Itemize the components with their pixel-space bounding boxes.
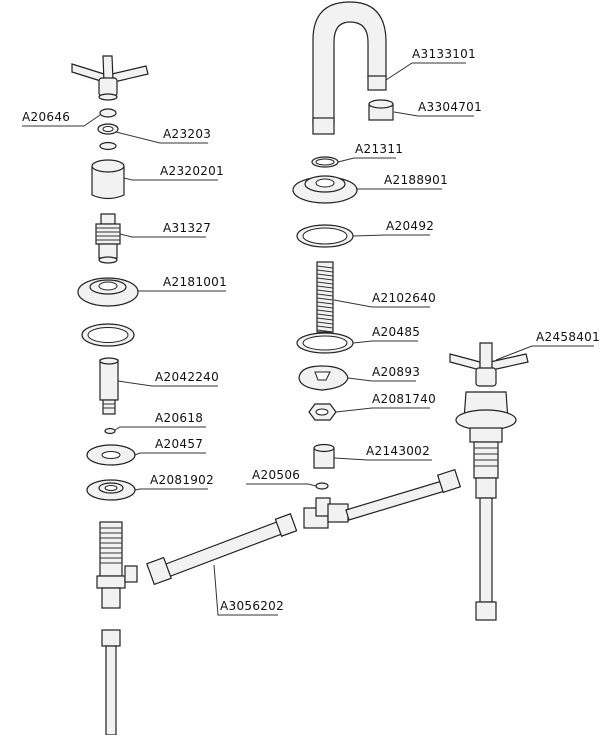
washer-a23203 xyxy=(97,123,119,135)
label-a20457: A20457 xyxy=(155,437,203,451)
label-a2081902: A2081902 xyxy=(150,473,214,487)
rod-thread-line xyxy=(316,289,334,293)
label-a2081740: A2081740 xyxy=(372,392,436,406)
ring-left xyxy=(81,323,135,347)
label-a21311: A21311 xyxy=(355,142,403,156)
ring-a20485 xyxy=(296,332,354,354)
leaders xyxy=(22,62,594,616)
hose-a3056202 xyxy=(146,513,298,586)
rod-thread-line xyxy=(316,325,334,329)
rod-thread-line xyxy=(316,301,334,305)
washer-a20618 xyxy=(104,427,116,435)
ring-a20492 xyxy=(296,224,354,248)
rod-thread-line xyxy=(316,313,334,317)
rod-thread-line xyxy=(316,317,334,321)
rod-thread-line xyxy=(316,293,334,297)
rod-thread-line xyxy=(316,309,334,313)
label-a20646: A20646 xyxy=(22,110,70,124)
aerator-a3304701 xyxy=(368,99,394,121)
label-a2458401: A2458401 xyxy=(536,330,600,344)
fitting-a2143002 xyxy=(313,443,335,469)
washer-a20646 xyxy=(99,108,117,118)
rod-thread-line xyxy=(316,265,334,269)
rod-thread-line xyxy=(316,329,334,333)
oring-a23203 xyxy=(99,141,117,151)
label-a2042240: A2042240 xyxy=(155,370,219,384)
spout-a3133101 xyxy=(312,1,387,135)
cross-handle-left xyxy=(71,55,149,101)
washer-a20506 xyxy=(315,482,329,490)
label-a20893: A20893 xyxy=(372,365,420,379)
label-a20506: A20506 xyxy=(252,468,300,482)
rod-thread-line xyxy=(316,305,334,309)
cartridge-a31327 xyxy=(95,213,121,264)
rod-thread-line xyxy=(316,297,334,301)
stem-a2042240 xyxy=(99,357,119,415)
tee-connector xyxy=(303,497,349,529)
label-a2320201: A2320201 xyxy=(160,164,224,178)
label-a20485: A20485 xyxy=(372,325,420,339)
rod-thread-line xyxy=(316,273,334,277)
rod-thread-line xyxy=(316,281,334,285)
rod-thread-line xyxy=(316,277,334,281)
rod-thread-line xyxy=(316,269,334,273)
label-a20492: A20492 xyxy=(386,219,434,233)
valve-body-right xyxy=(455,391,517,621)
washer-a20457 xyxy=(86,444,136,466)
label-a31327: A31327 xyxy=(163,221,211,235)
label-a3133101: A3133101 xyxy=(412,47,476,61)
oring-a21311 xyxy=(311,156,339,168)
rod-thread-line xyxy=(316,321,334,325)
label-a2102640: A2102640 xyxy=(372,291,436,305)
label-a2181001: A2181001 xyxy=(163,275,227,289)
nut-a2081902 xyxy=(86,479,136,501)
nut-a2081740 xyxy=(308,403,337,421)
flange-a2188901 xyxy=(292,175,358,204)
threaded-rod-a2102640 xyxy=(316,261,334,333)
hose-right-diagonal xyxy=(345,468,462,521)
cross-handle-right xyxy=(449,342,529,387)
sleeve-a2320201 xyxy=(91,159,125,200)
rod-thread-line xyxy=(316,285,334,289)
flange-a2181001 xyxy=(77,277,139,307)
label-a2143002: A2143002 xyxy=(366,444,430,458)
clip-a20893 xyxy=(298,365,349,391)
label-a2188901: A2188901 xyxy=(384,173,448,187)
label-a20618: A20618 xyxy=(155,411,203,425)
hose-left-vertical xyxy=(101,629,121,735)
label-a23203: A23203 xyxy=(163,127,211,141)
label-a3056202: A3056202 xyxy=(220,599,284,613)
valve-body-left xyxy=(96,521,138,609)
label-a3304701: A3304701 xyxy=(418,100,482,114)
part-labels: A20646 A23203 A2320201 A31327 A2181001 A… xyxy=(22,47,600,613)
